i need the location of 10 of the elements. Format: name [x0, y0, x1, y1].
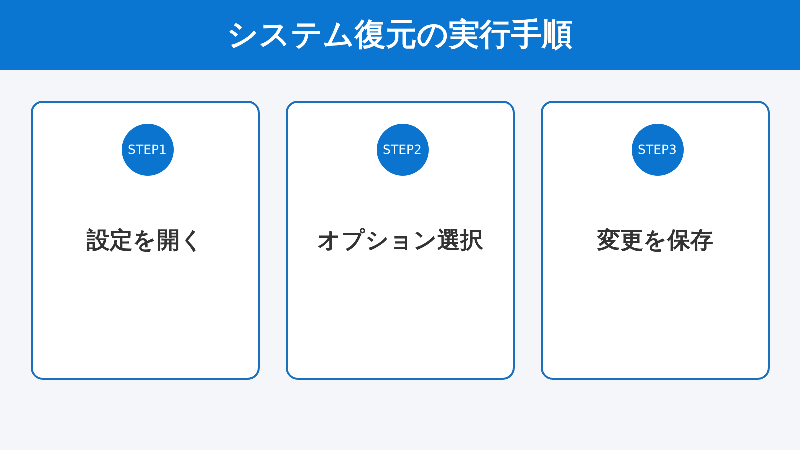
step-card [31, 101, 260, 380]
step-label: 変更を保存 [598, 227, 714, 256]
title-banner: システム復元の実行手順 [0, 0, 800, 70]
step-badge: STEP3 [632, 124, 684, 176]
step-badge: STEP2 [376, 124, 428, 176]
step-card [286, 101, 515, 380]
step-badge: STEP1 [122, 124, 174, 176]
step-card [541, 101, 770, 380]
step-label: オプション選択 [318, 227, 484, 256]
step-label: 設定を開く [87, 227, 204, 256]
